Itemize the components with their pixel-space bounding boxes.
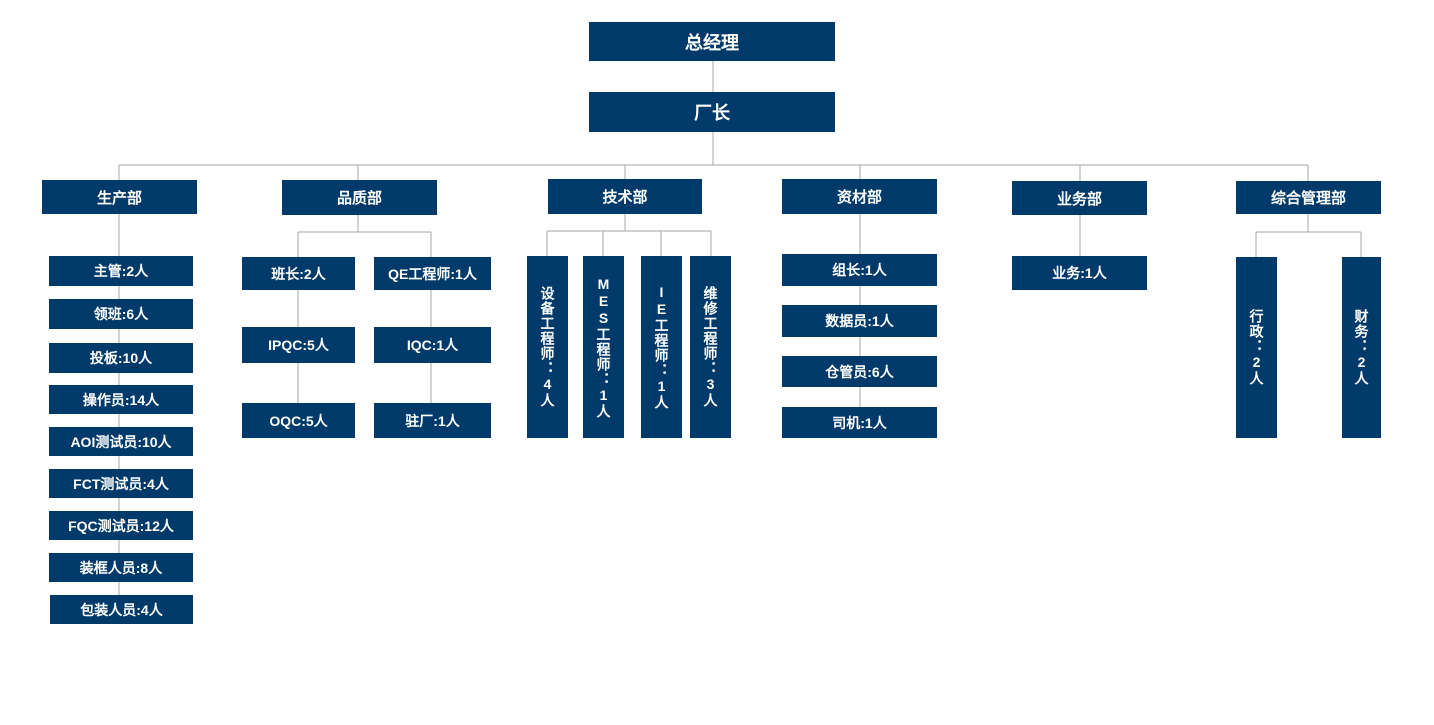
dept-production: 生产部 <box>42 180 197 214</box>
dept-tech: 技术部 <box>548 179 702 214</box>
tech-item: 设备工程师：4人 <box>527 256 568 438</box>
tech-item-label: MES工程师：1人 <box>595 275 612 419</box>
materials-item: 司机:1人 <box>782 407 937 438</box>
production-item: 领班:6人 <box>49 299 193 329</box>
materials-item: 仓管员:6人 <box>782 356 937 387</box>
tech-item: IE工程师：1人 <box>641 256 682 438</box>
quality-item-right: 驻厂:1人 <box>374 403 491 438</box>
materials-item: 组长:1人 <box>782 254 937 286</box>
production-item: AOI测试员:10人 <box>49 427 193 456</box>
admin-item: 财务：2人 <box>1342 257 1381 438</box>
quality-item-left: IPQC:5人 <box>242 327 355 363</box>
quality-item-right: QE工程师:1人 <box>374 257 491 290</box>
tech-item-label: IE工程师：1人 <box>653 284 670 410</box>
quality-item-left: OQC:5人 <box>242 403 355 438</box>
dept-business: 业务部 <box>1012 181 1147 215</box>
quality-item-right: IQC:1人 <box>374 327 491 363</box>
tech-item: MES工程师：1人 <box>583 256 624 438</box>
tech-item: 维修工程师：3人 <box>690 256 731 438</box>
admin-item-label: 行政：2人 <box>1248 309 1265 386</box>
business-item: 业务:1人 <box>1012 256 1147 290</box>
materials-item: 数据员:1人 <box>782 305 937 337</box>
factory-director-box: 厂长 <box>589 92 835 132</box>
general-manager-box: 总经理 <box>589 22 835 61</box>
production-item: FCT测试员:4人 <box>49 469 193 498</box>
dept-admin: 综合管理部 <box>1236 181 1381 214</box>
tech-item-label: 设备工程师：4人 <box>539 286 556 408</box>
dept-quality: 品质部 <box>282 180 437 215</box>
production-item: FQC测试员:12人 <box>49 511 193 540</box>
quality-item-left: 班长:2人 <box>242 257 355 290</box>
production-item: 装框人员:8人 <box>49 553 193 582</box>
admin-item-label: 财务：2人 <box>1353 309 1370 386</box>
admin-item: 行政：2人 <box>1236 257 1277 438</box>
tech-item-label: 维修工程师：3人 <box>702 286 719 408</box>
production-item: 投板:10人 <box>49 343 193 373</box>
dept-materials: 资材部 <box>782 179 937 214</box>
production-item: 操作员:14人 <box>49 385 193 414</box>
production-item: 包装人员:4人 <box>50 595 193 624</box>
production-item: 主管:2人 <box>49 256 193 286</box>
